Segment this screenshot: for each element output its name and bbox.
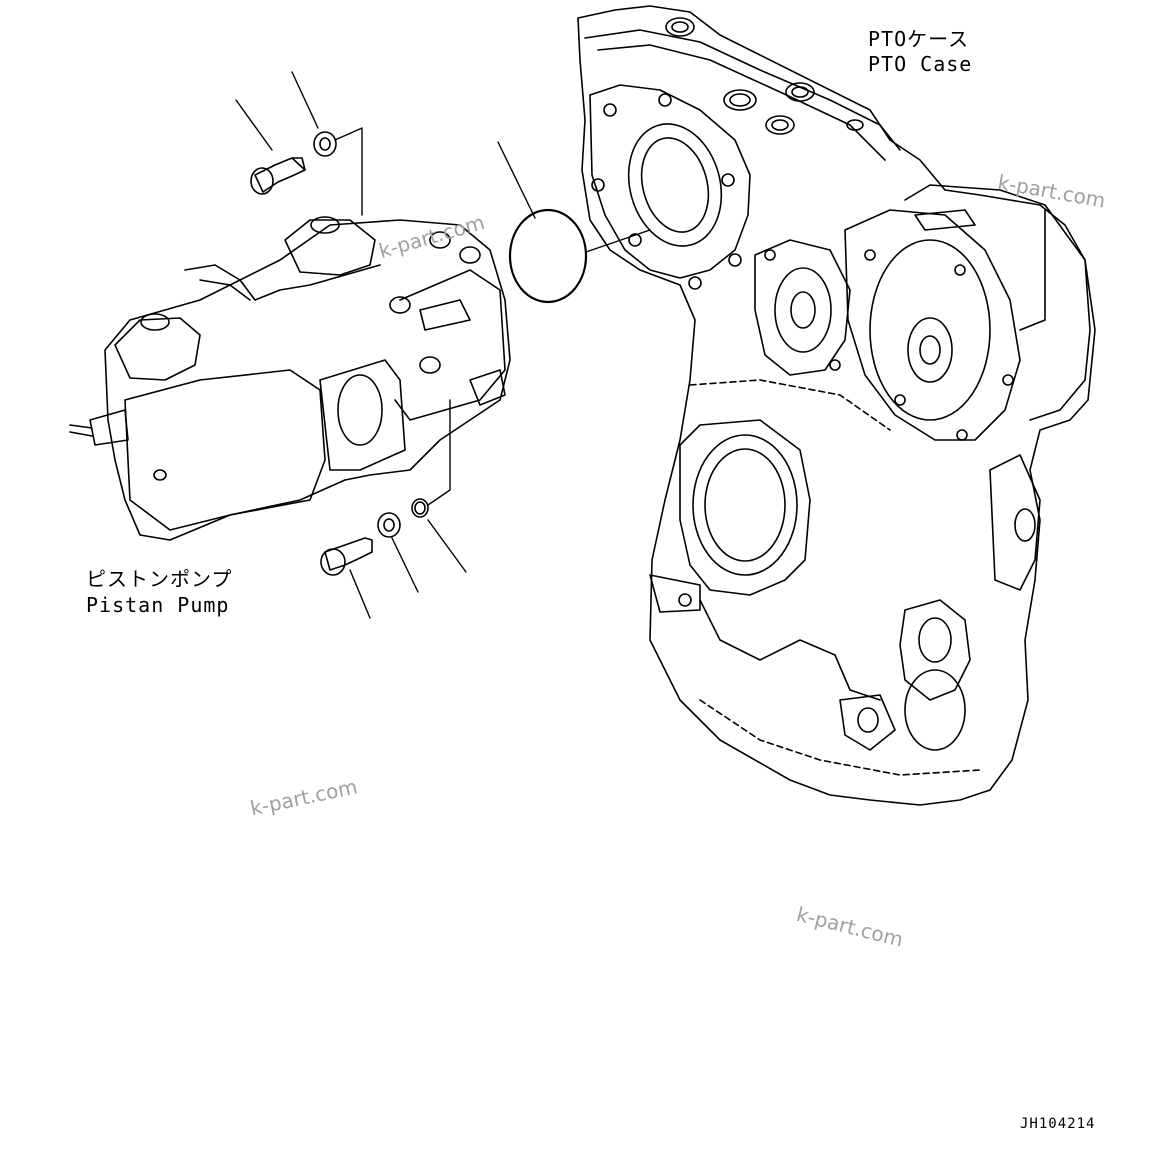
pto-case-label-jp: PTOケース [868,27,970,51]
lower-o-ring [411,498,429,518]
upper-bolt [250,157,306,195]
upper-washer [313,131,337,157]
pump-label-en: Pistan Pump [86,593,230,617]
lower-washer [377,512,401,538]
piston-pump [69,216,511,541]
pump-label-jp: ピストンポンプ [86,567,233,591]
leader-lines [235,71,651,619]
drawing-code: JH104214 [1020,1116,1096,1132]
pto-case [577,5,1096,806]
pto-case-label-en: PTO Case [868,52,973,76]
lower-bolt [320,537,373,576]
large-o-ring [508,208,588,304]
